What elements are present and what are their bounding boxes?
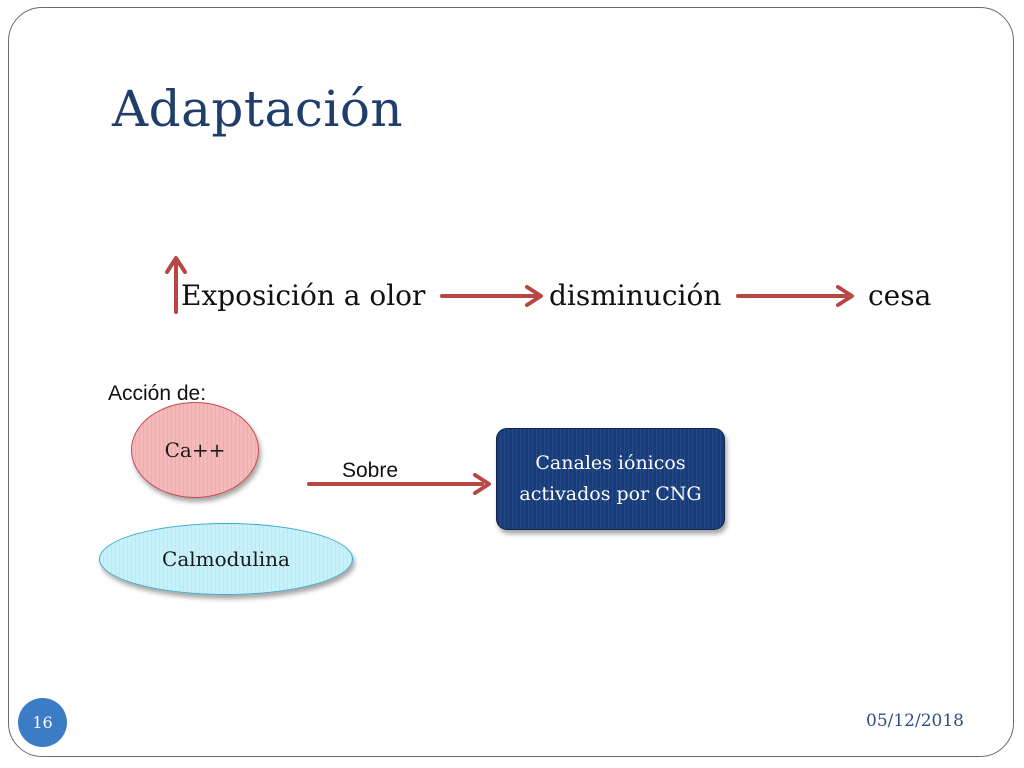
slide-title: Adaptación xyxy=(112,80,404,138)
slide-frame xyxy=(8,7,1014,757)
arrow-disminucion-to-cesa xyxy=(736,285,854,307)
accion-label: Acción de: xyxy=(108,382,207,405)
calmodulina-label: Calmodulina xyxy=(162,547,290,571)
slide-date: 05/12/2018 xyxy=(866,711,964,731)
up-arrow xyxy=(165,256,187,314)
calmodulina-ellipse: Calmodulina xyxy=(99,523,353,595)
flow-step-exposicion: Exposición a olor xyxy=(181,279,426,312)
sobre-label: Sobre xyxy=(342,459,399,482)
ca-label: Ca++ xyxy=(164,438,226,462)
canales-cng-label: Canales iónicos activados por CNG xyxy=(519,452,702,505)
ca-ellipse: Ca++ xyxy=(131,402,259,498)
page-number: 16 xyxy=(32,713,53,732)
arrow-exposicion-to-disminucion xyxy=(440,285,543,307)
arrow-sobre-to-canales xyxy=(307,473,491,495)
canales-cng-box: Canales iónicos activados por CNG xyxy=(496,428,725,530)
page-number-badge: 16 xyxy=(18,698,67,747)
flow-step-disminucion: disminución xyxy=(549,279,722,312)
flow-step-cesa: cesa xyxy=(868,279,932,312)
